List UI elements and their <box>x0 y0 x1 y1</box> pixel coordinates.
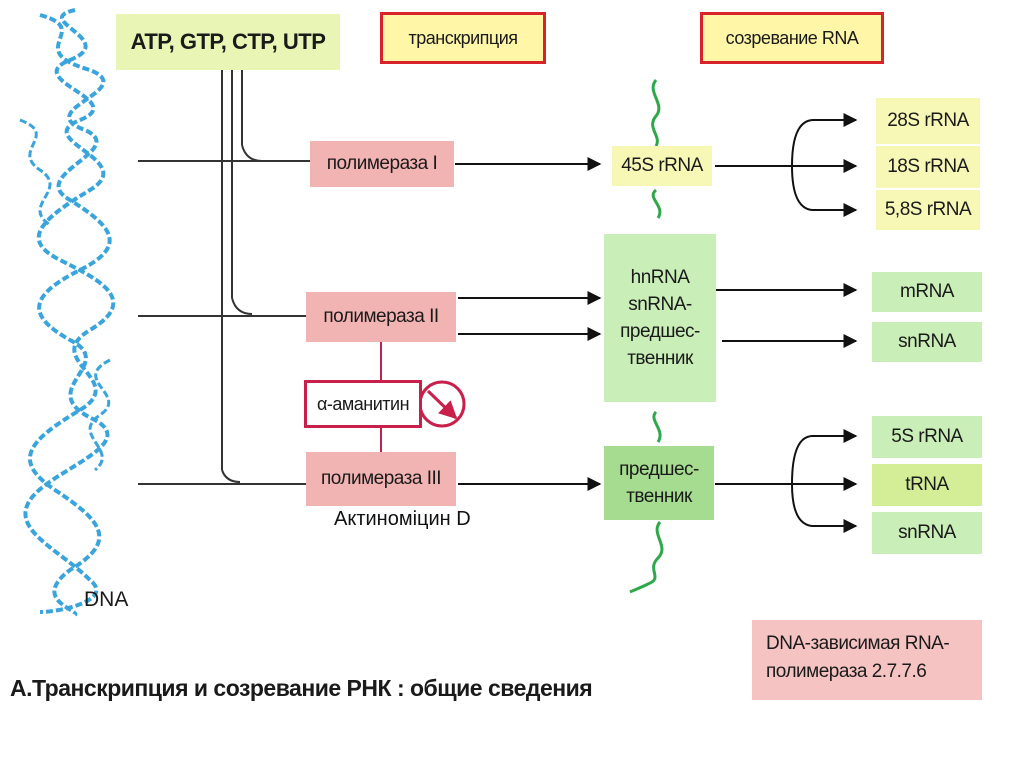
maturation-header: созревание RNA <box>700 12 884 64</box>
polymerase-2: полимераза II <box>306 292 456 342</box>
enzyme-line-1: DNA-зависимая RNA- <box>766 633 950 654</box>
hnrna-precursor-box: hnRNA snRNA- предшес- твенник <box>604 234 716 402</box>
polymerase-3: полимераза III <box>306 452 456 506</box>
nucleotides-box: ATP, GTP, CTP, UTP <box>116 14 340 70</box>
product-5s-rrna: 5S rRNA <box>872 416 982 458</box>
enzyme-info-box: DNA-зависимая RNA- полимераза 2.7.7.6 <box>752 620 982 700</box>
transcription-header: транскрипция <box>380 12 546 64</box>
precursor-line-1: предшес- <box>619 459 699 480</box>
rna-strands <box>629 79 664 594</box>
product-snrna-pol2: snRNA <box>872 322 982 362</box>
product-mrna: mRNA <box>872 272 982 312</box>
precursor-line-2: твенник <box>626 486 692 507</box>
product-5-8s-rrna: 5,8S rRNA <box>876 190 980 230</box>
ntp-lines <box>221 70 263 483</box>
precursor-line-2: твенник <box>627 348 693 369</box>
snrna-line: snRNA- <box>628 294 692 315</box>
dna-label: DNA <box>84 588 129 611</box>
alpha-amanitin-box: α-аманитин <box>304 380 422 428</box>
dna-helix <box>19 8 116 617</box>
precursor-45s: 45S rRNA <box>612 146 712 186</box>
transcription-arrows <box>455 157 602 491</box>
product-snrna-pol3: snRNA <box>872 512 982 554</box>
figure-caption: А.Транскрипция и созревание РНК : общие … <box>10 675 593 701</box>
product-trna: tRNA <box>872 464 982 506</box>
product-28s-rrna: 28S rRNA <box>876 98 980 144</box>
pol3-precursor-box: предшес- твенник <box>604 446 714 520</box>
hnrna-line: hnRNA <box>630 267 690 288</box>
dna-to-polymerase-lines <box>138 160 310 485</box>
inhibition-icon <box>418 380 466 428</box>
precursor-line-1: предшес- <box>620 321 700 342</box>
polymerase-1: полимераза I <box>310 141 454 187</box>
actinomycin-label: Актиноміцин D <box>334 508 471 530</box>
enzyme-line-2: полимераза 2.7.7.6 <box>766 661 927 682</box>
product-18s-rrna: 18S rRNA <box>876 146 980 188</box>
maturation-arrows <box>715 113 858 533</box>
